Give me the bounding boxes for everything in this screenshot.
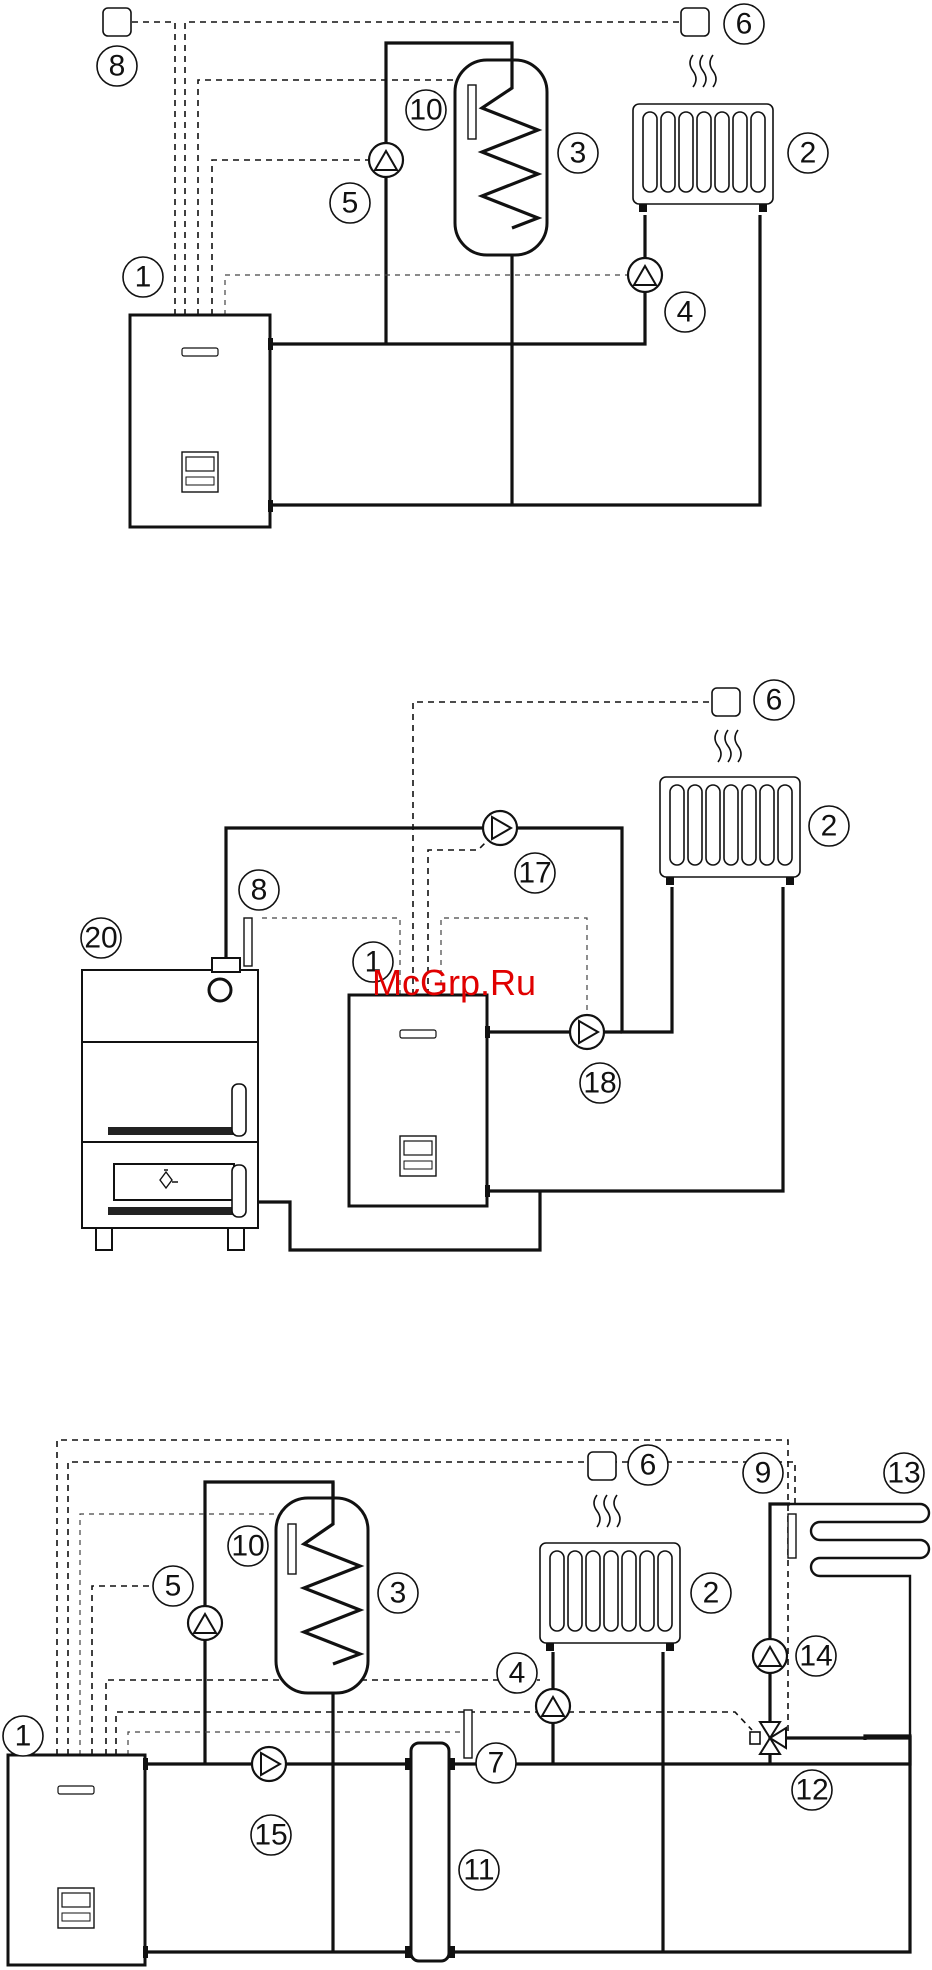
svg-text:10: 10 [231, 1530, 264, 1563]
svg-text:14: 14 [799, 1640, 832, 1673]
d3-callout-1: 1 [3, 1716, 43, 1756]
svg-text:1: 1 [135, 261, 152, 294]
svg-text:17: 17 [518, 857, 551, 890]
d1-room-sensor-line [185, 22, 682, 315]
svg-text:2: 2 [800, 137, 817, 170]
d1-tank-sensor [468, 85, 476, 139]
d2-radiator [660, 777, 800, 885]
d3-callout-10: 10 [228, 1526, 268, 1566]
d3-floor-sensor-line [68, 1462, 795, 1755]
svg-text:12: 12 [795, 1774, 828, 1807]
svg-text:9: 9 [755, 1457, 772, 1490]
d3-callout-4: 4 [497, 1653, 537, 1693]
d3-room-sensor [588, 1452, 616, 1480]
d1-callout-1: 1 [123, 257, 163, 297]
d3-heat-waves [594, 1495, 620, 1527]
d3-floor-loop [790, 1504, 929, 1736]
d2-pump-17 [483, 811, 517, 845]
d3-pump-14 [753, 1639, 787, 1673]
svg-text:10: 10 [409, 94, 442, 127]
d2-callout-6: 6 [754, 680, 794, 720]
svg-text:3: 3 [390, 1577, 407, 1610]
d3-floor-sensor [788, 1514, 796, 1558]
d1-callout-2: 2 [788, 133, 828, 173]
svg-text:4: 4 [677, 296, 694, 329]
d2-callout-18: 18 [580, 1063, 620, 1103]
d2-callout-20: 20 [81, 918, 121, 958]
d3-callout-15: 15 [251, 1815, 291, 1855]
d3-callout-11: 11 [459, 1850, 499, 1890]
svg-text:2: 2 [703, 1577, 720, 1610]
d3-pump-4 [536, 1689, 570, 1723]
d3-callout-7: 7 [476, 1743, 516, 1783]
d3-callout-13: 13 [884, 1453, 924, 1493]
d3-callout-5: 5 [153, 1566, 193, 1606]
svg-text:4: 4 [509, 1657, 526, 1690]
svg-text:11: 11 [463, 1854, 494, 1887]
d2-pump-18 [570, 1015, 604, 1049]
svg-text:8: 8 [109, 50, 126, 83]
d3-mixing-valve [750, 1722, 786, 1754]
svg-text:6: 6 [736, 8, 753, 41]
svg-text:5: 5 [342, 187, 359, 220]
d3-hydraulic-separator [411, 1743, 449, 1961]
d1-heat-waves [690, 55, 716, 87]
d3-pump-15 [252, 1747, 286, 1781]
d1-room-sensor [681, 8, 709, 36]
d2-return-pipe [487, 887, 783, 1191]
d1-callout-3: 3 [558, 133, 598, 173]
d3-callout-3: 3 [378, 1573, 418, 1613]
d1-callout-8: 8 [97, 46, 137, 86]
d1-callout-4: 4 [665, 292, 705, 332]
watermark: McGrp.Ru [372, 962, 536, 1003]
svg-text:8: 8 [251, 874, 268, 907]
svg-text:6: 6 [640, 1449, 657, 1482]
d1-callout-6: 6 [724, 4, 764, 44]
d1-callout-10: 10 [406, 90, 446, 130]
d3-callout-9: 9 [743, 1453, 783, 1493]
d1-return-pipe [272, 215, 760, 505]
svg-text:3: 3 [570, 137, 587, 170]
d2-heat-waves [715, 730, 741, 762]
d1-pump4-line [225, 275, 630, 315]
d3-callout-6: 6 [628, 1445, 668, 1485]
d1-outdoor-sensor [103, 8, 131, 36]
svg-text:20: 20 [84, 922, 117, 955]
d1-pump-5 [369, 143, 403, 177]
d2-callout-2: 2 [809, 806, 849, 846]
d1-supply-pipe [272, 273, 645, 344]
d2-solid-fuel-boiler [82, 958, 258, 1250]
svg-text:15: 15 [254, 1819, 287, 1852]
d2-flue-sensor [244, 918, 252, 966]
d1-radiator [633, 104, 773, 212]
svg-text:1: 1 [15, 1720, 32, 1753]
d1-electric-boiler [130, 315, 270, 527]
svg-text:18: 18 [583, 1067, 616, 1100]
d2-room-sensor [712, 688, 740, 716]
d3-callout-12: 12 [792, 1770, 832, 1810]
svg-text:13: 13 [887, 1457, 920, 1490]
d3-pump-5 [188, 1606, 222, 1640]
diagram-3: 1 2 3 4 5 6 7 9 10 11 12 13 14 15 [3, 1440, 929, 1965]
svg-text:5: 5 [165, 1570, 182, 1603]
d2-callout-8: 8 [239, 870, 279, 910]
d2-callout-17: 17 [515, 853, 555, 893]
d3-callout-2: 2 [691, 1573, 731, 1613]
svg-text:7: 7 [488, 1747, 505, 1780]
d3-callout-14: 14 [796, 1636, 836, 1676]
d3-separator-sensor [464, 1710, 472, 1758]
d1-pump-4 [628, 258, 662, 292]
d3-tank-sensor [288, 1524, 296, 1574]
d3-radiator [540, 1543, 680, 1651]
diagram-1: 1 2 3 4 5 6 8 10 [97, 4, 828, 527]
svg-text:2: 2 [821, 810, 838, 843]
svg-text:6: 6 [766, 684, 783, 717]
d1-callout-5: 5 [330, 183, 370, 223]
